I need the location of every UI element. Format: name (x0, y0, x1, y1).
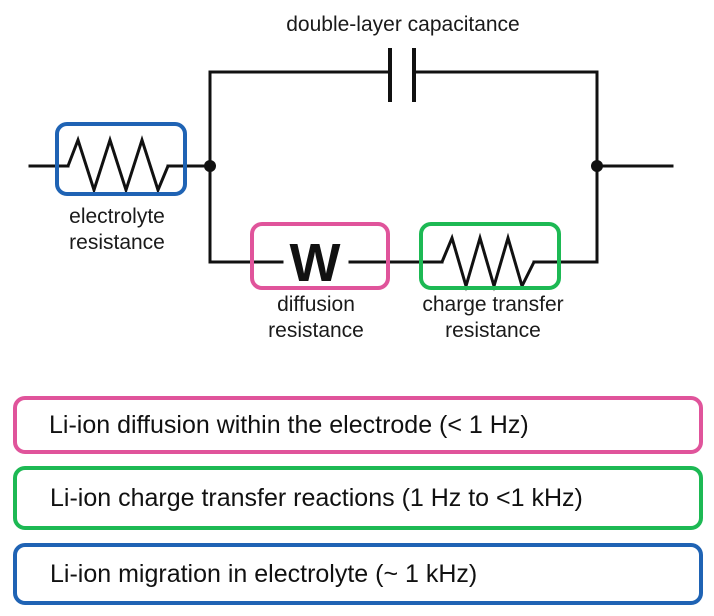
diffusion-label-line2: resistance (268, 319, 364, 342)
charge-transfer-resistance-box (419, 222, 561, 290)
charge-transfer-resistor-symbol (440, 232, 536, 292)
charge-transfer-label-line1: charge transfer (422, 293, 563, 316)
legend-charge-transfer-text: Li-ion charge transfer reactions (1 Hz t… (50, 483, 583, 512)
legend-diffusion-box: Li-ion diffusion within the electrode (<… (13, 396, 703, 454)
electrolyte-resistor-symbol (66, 135, 170, 195)
electrolyte-label-line1: electrolyte (69, 205, 165, 228)
electrolyte-resistance-box (55, 122, 187, 196)
warburg-symbol: W (290, 233, 341, 293)
electrolyte-label-line2: resistance (69, 231, 165, 254)
legend-migration-text: Li-ion migration in electrolyte (~ 1 kHz… (50, 559, 478, 588)
diffusion-resistance-box (250, 222, 390, 290)
capacitance-label: double-layer capacitance (286, 13, 519, 36)
diffusion-label-line1: diffusion (277, 293, 355, 316)
equivalent-circuit-diagram: double-layer capacitance W electrolyte r… (28, 13, 674, 342)
legend-migration-box: Li-ion migration in electrolyte (~ 1 kHz… (13, 543, 703, 605)
legend-diffusion-text: Li-ion diffusion within the electrode (<… (49, 410, 529, 439)
charge-transfer-label-line2: resistance (445, 319, 541, 342)
legend-charge-transfer-box: Li-ion charge transfer reactions (1 Hz t… (13, 466, 703, 530)
